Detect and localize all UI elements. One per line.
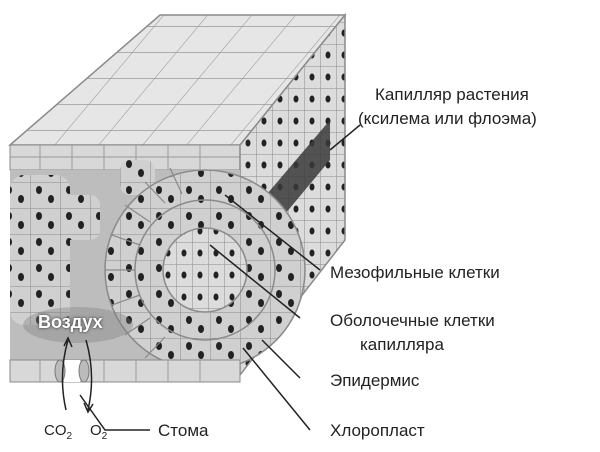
label-capillary-2: (ксилема или флоэма) xyxy=(358,109,537,128)
label-epidermis: Эпидермис xyxy=(330,371,420,390)
bundle-sheath xyxy=(104,167,306,371)
stoma-opening xyxy=(64,360,80,382)
leader-mesophyll xyxy=(224,194,321,271)
lower-epidermis xyxy=(9,359,241,383)
label-air: Воздух xyxy=(38,312,103,332)
leader-epidermis xyxy=(261,339,301,379)
air-cloud xyxy=(23,307,133,343)
label-stoma: Стома xyxy=(158,421,209,440)
label-capillary-1: Капилляр растения xyxy=(375,85,529,104)
label-chloroplast: Хлоропласт xyxy=(330,421,425,440)
leader-sheath xyxy=(209,244,301,319)
label-o2: O2 xyxy=(90,422,107,442)
co2-subscript: 2 xyxy=(66,431,73,442)
o2-subscript: 2 xyxy=(101,431,108,442)
gas-exchange-arrows xyxy=(61,336,94,414)
label-co2: CO2 xyxy=(44,422,72,442)
o2-base: O xyxy=(90,422,102,439)
label-mesophyll: Мезофильные клетки xyxy=(330,263,500,282)
leader-stoma xyxy=(79,394,150,431)
label-sheath-2: капилляра xyxy=(360,335,444,354)
co2-base: CO xyxy=(44,422,67,439)
leader-chloroplast xyxy=(242,347,311,431)
leader-capillary xyxy=(329,124,361,151)
label-sheath-1: Оболочечные клетки xyxy=(330,311,495,330)
